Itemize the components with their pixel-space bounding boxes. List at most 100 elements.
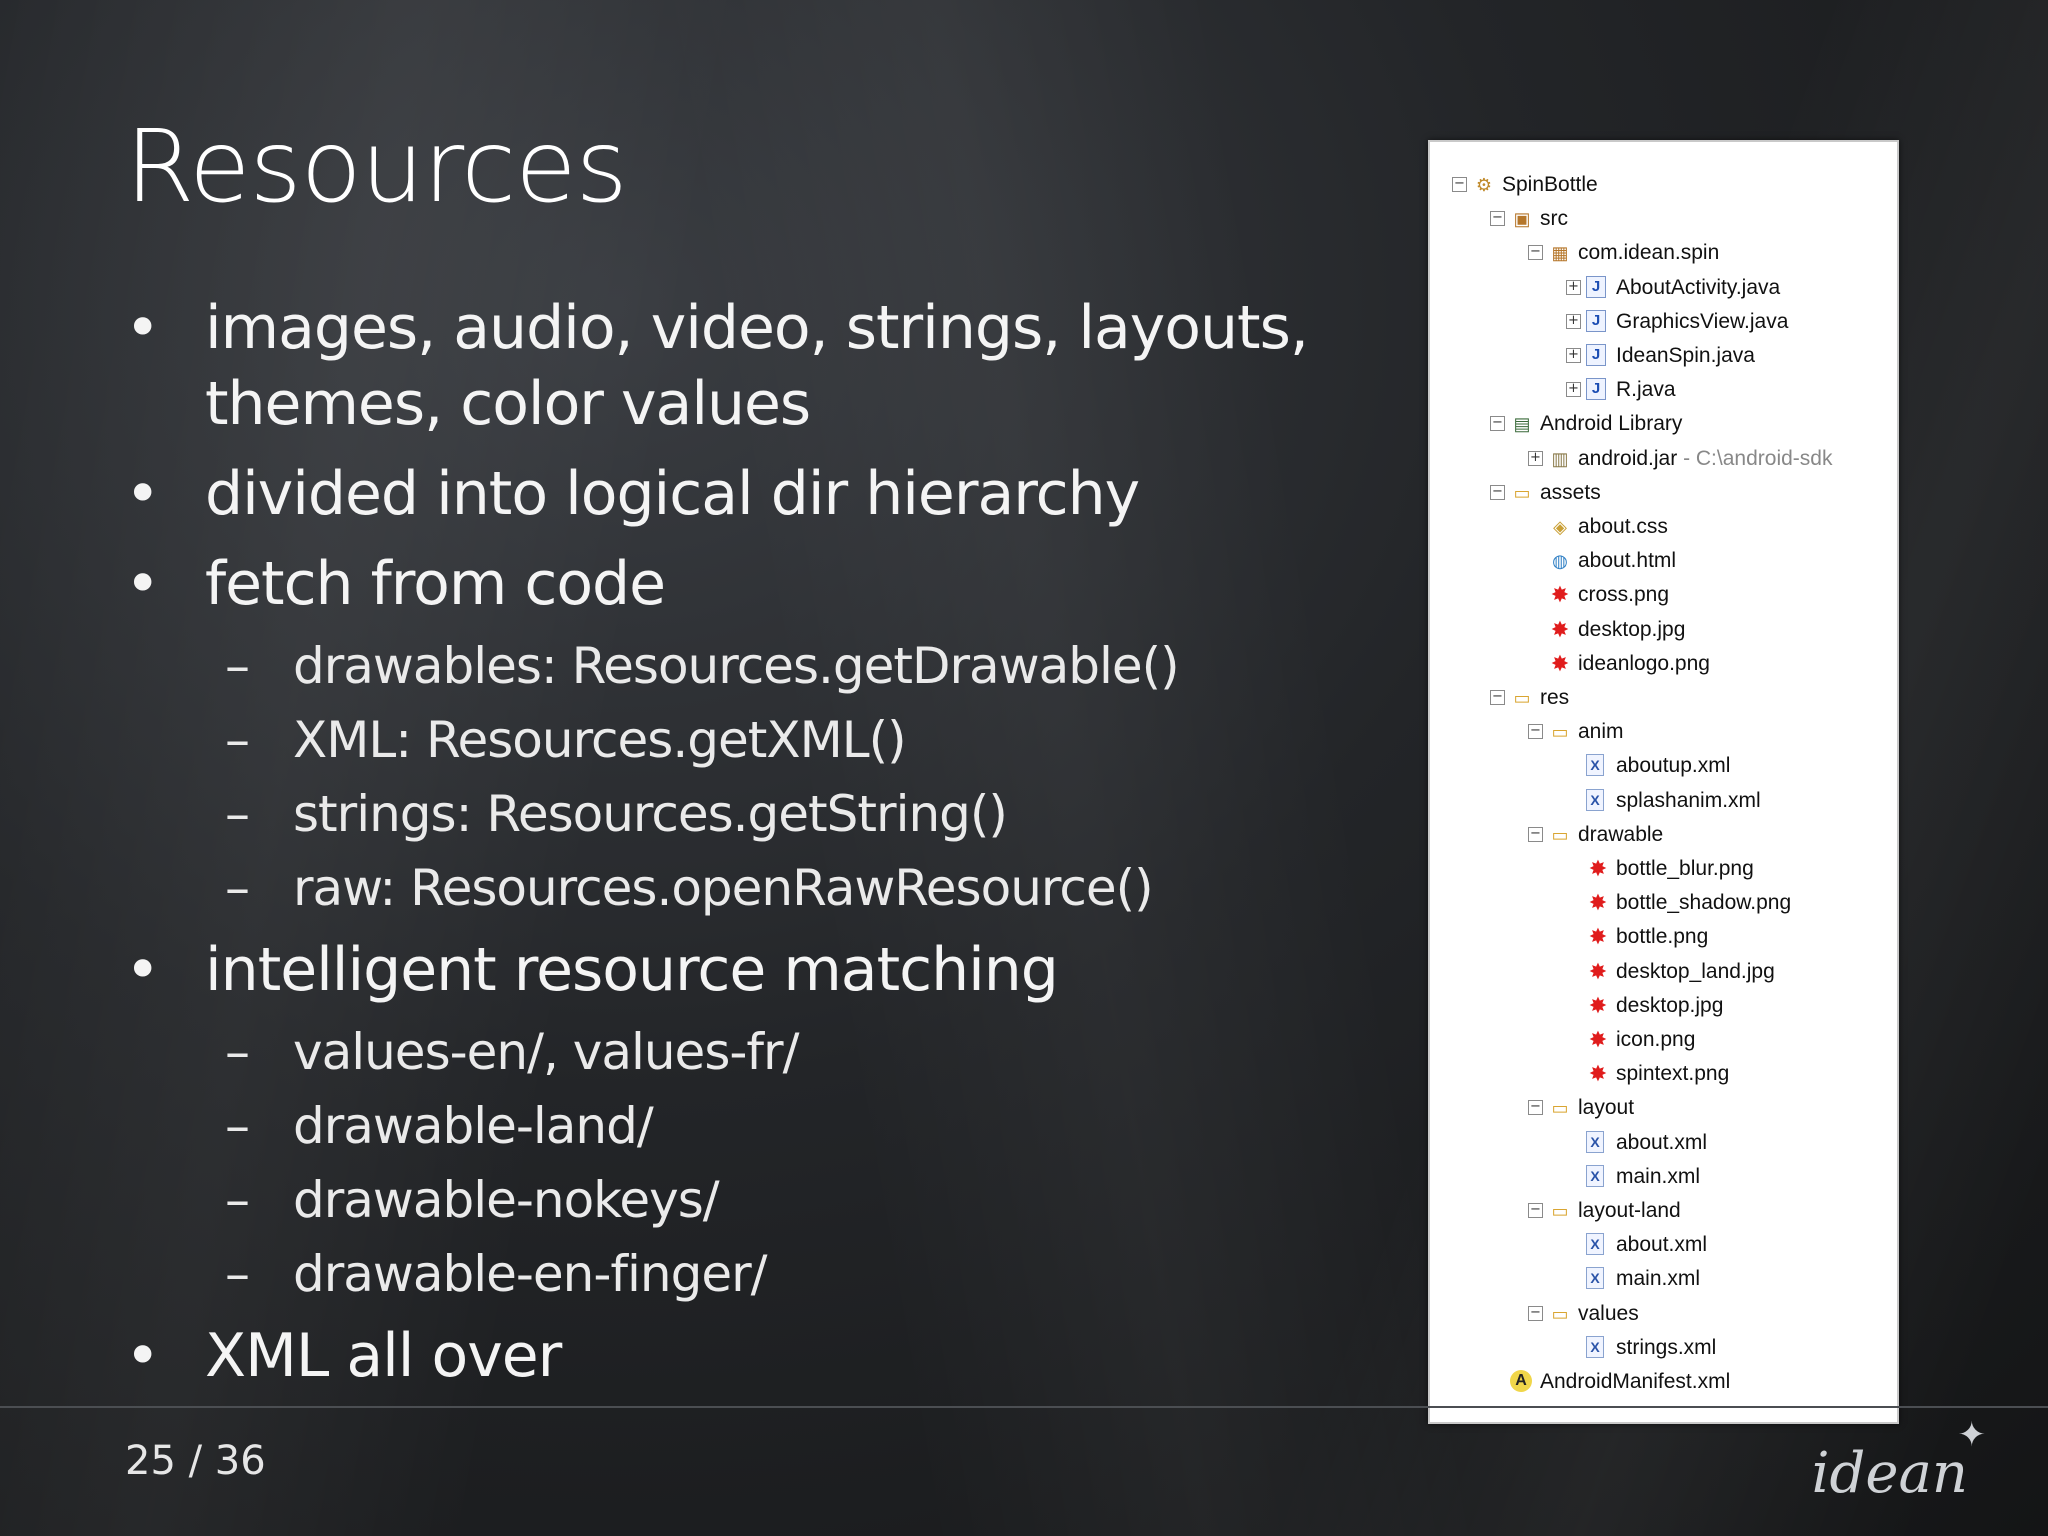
image-file-icon: ✸ <box>1588 890 1608 916</box>
tree-item-label: icon.png <box>1616 1028 1696 1051</box>
sub-bullet-item: –drawable-en-finger/ <box>125 1244 1375 1304</box>
tree-item[interactable]: −▣src <box>1430 204 1897 234</box>
logo-mark-icon: ✦ <box>1957 1415 1987 1455</box>
tree-item[interactable]: −▭layout <box>1430 1093 1897 1123</box>
tree-item[interactable]: −▭res <box>1430 683 1897 713</box>
bullet-dot-icon: • <box>125 549 160 619</box>
expand-toggle-icon[interactable]: + <box>1566 348 1581 363</box>
tree-item-label: layout-land <box>1578 1199 1681 1222</box>
tree-item[interactable]: −▦com.idean.spin <box>1430 238 1897 268</box>
collapse-toggle-icon[interactable]: − <box>1528 1305 1543 1321</box>
expand-toggle-icon[interactable]: + <box>1566 313 1581 329</box>
tree-item[interactable]: −▤Android Library <box>1430 409 1897 439</box>
tree-item[interactable]: ✸icon.png <box>1430 1025 1897 1055</box>
tree-item-label: about.xml <box>1616 1233 1708 1257</box>
bullet-dot-icon: • <box>125 1321 160 1391</box>
tree-item[interactable]: −▭values <box>1430 1299 1897 1329</box>
tree-item-label: SpinBottle <box>1502 173 1598 196</box>
tree-item[interactable]: ✸ideanlogo.png <box>1430 649 1897 679</box>
tree-item-label: android.jar - C:\android-sdk <box>1578 446 1833 470</box>
collapse-toggle-icon[interactable]: − <box>1528 245 1543 261</box>
collapse-toggle-icon[interactable]: − <box>1490 416 1505 432</box>
tree-item[interactable]: ✸bottle_shadow.png <box>1430 888 1897 918</box>
bullet-dash-icon: – <box>225 1023 250 1081</box>
bullet-dash-icon: – <box>225 637 250 695</box>
collapse-toggle-icon[interactable]: − <box>1490 690 1505 705</box>
tree-item[interactable]: −▭assets <box>1430 478 1897 508</box>
package-icon: ▦ <box>1551 243 1569 264</box>
tree-item[interactable]: −▭ drawable <box>1430 820 1897 850</box>
bullet-dash-icon: – <box>225 1171 250 1229</box>
tree-item-label: about.html <box>1578 549 1677 573</box>
bullet-item: •fetch from code <box>125 546 1375 622</box>
collapse-toggle-icon[interactable]: − <box>1528 1203 1543 1218</box>
tree-item-label: spintext.png <box>1616 1062 1730 1086</box>
tree-item[interactable]: −▭layout-land <box>1430 1196 1897 1226</box>
xml-file-icon: X <box>1586 1130 1604 1153</box>
tree-item-label: Android Library <box>1540 412 1683 436</box>
xml-file-icon: X <box>1586 1335 1604 1358</box>
folder-icon: ▭ <box>1551 722 1569 743</box>
tree-item[interactable]: ✸cross.png <box>1430 580 1897 610</box>
css-file-icon: ◈ <box>1553 517 1567 537</box>
tree-item-label: cross.png <box>1578 583 1670 607</box>
bullet-dot-icon: • <box>125 935 160 1005</box>
tree-item-label: desktop.jpg <box>1616 993 1724 1017</box>
tree-item-label: src <box>1540 207 1568 231</box>
collapse-toggle-icon[interactable]: − <box>1528 826 1543 842</box>
expand-toggle-icon[interactable]: + <box>1528 450 1543 466</box>
tree-item[interactable]: ✸desktop_land.jpg <box>1430 957 1897 987</box>
java-file-icon: J <box>1586 275 1606 298</box>
folder-icon: ▭ <box>1551 824 1569 845</box>
tree-item-label: main.xml <box>1616 1267 1701 1291</box>
collapse-toggle-icon[interactable]: − <box>1452 177 1467 192</box>
expand-toggle-icon[interactable]: + <box>1566 279 1581 295</box>
tree-item[interactable]: ◍about.html <box>1430 546 1897 576</box>
tree-item[interactable]: −⚙ SpinBottle <box>1430 170 1897 200</box>
bullet-text: raw: Resources.openRawResource() <box>293 859 1154 917</box>
sub-bullet-item: –raw: Resources.openRawResource() <box>125 858 1375 918</box>
tree-item[interactable]: ✸bottle.png <box>1430 922 1897 952</box>
collapse-toggle-icon[interactable]: − <box>1490 211 1505 227</box>
tree-item-label: drawable <box>1578 822 1664 846</box>
tree-item[interactable]: ◈about.css <box>1430 512 1897 542</box>
tree-item[interactable]: +▥android.jar - C:\android-sdk <box>1430 444 1897 474</box>
tree-item[interactable]: ✸spintext.png <box>1430 1059 1897 1089</box>
collapse-toggle-icon[interactable]: − <box>1490 484 1505 500</box>
tree-item-label: desktop.jpg <box>1578 617 1686 641</box>
tree-item[interactable]: ✸desktop.jpg <box>1430 615 1897 645</box>
footer-divider <box>0 1406 2048 1408</box>
expand-toggle-icon[interactable]: + <box>1566 382 1581 398</box>
collapse-toggle-icon[interactable]: − <box>1528 1100 1543 1116</box>
folder-icon: ▭ <box>1551 1098 1569 1119</box>
project-icon: ⚙ <box>1475 175 1493 195</box>
tree-item-label: ideanlogo.png <box>1578 651 1710 675</box>
page-number: 25 / 36 <box>125 1438 266 1484</box>
collapse-toggle-icon[interactable]: − <box>1528 724 1543 740</box>
xml-file-icon: X <box>1586 1164 1604 1187</box>
bullet-text: images, audio, video, strings, layouts, … <box>205 293 1309 439</box>
tree-item[interactable]: ✸bottle_blur.png <box>1430 854 1897 884</box>
tree-item[interactable]: ✸desktop.jpg <box>1430 991 1897 1021</box>
tree-item[interactable]: −▭anim <box>1430 717 1897 747</box>
folder-icon: ▭ <box>1513 482 1531 503</box>
bullet-item: •intelligent resource matching <box>125 932 1375 1008</box>
bullet-dash-icon: – <box>225 1245 250 1303</box>
tree-item-label: IdeanSpin.java <box>1616 344 1755 367</box>
sub-bullet-item: –strings: Resources.getString() <box>125 784 1375 844</box>
xml-file-icon: X <box>1586 1267 1604 1290</box>
bullet-dash-icon: – <box>225 711 250 769</box>
